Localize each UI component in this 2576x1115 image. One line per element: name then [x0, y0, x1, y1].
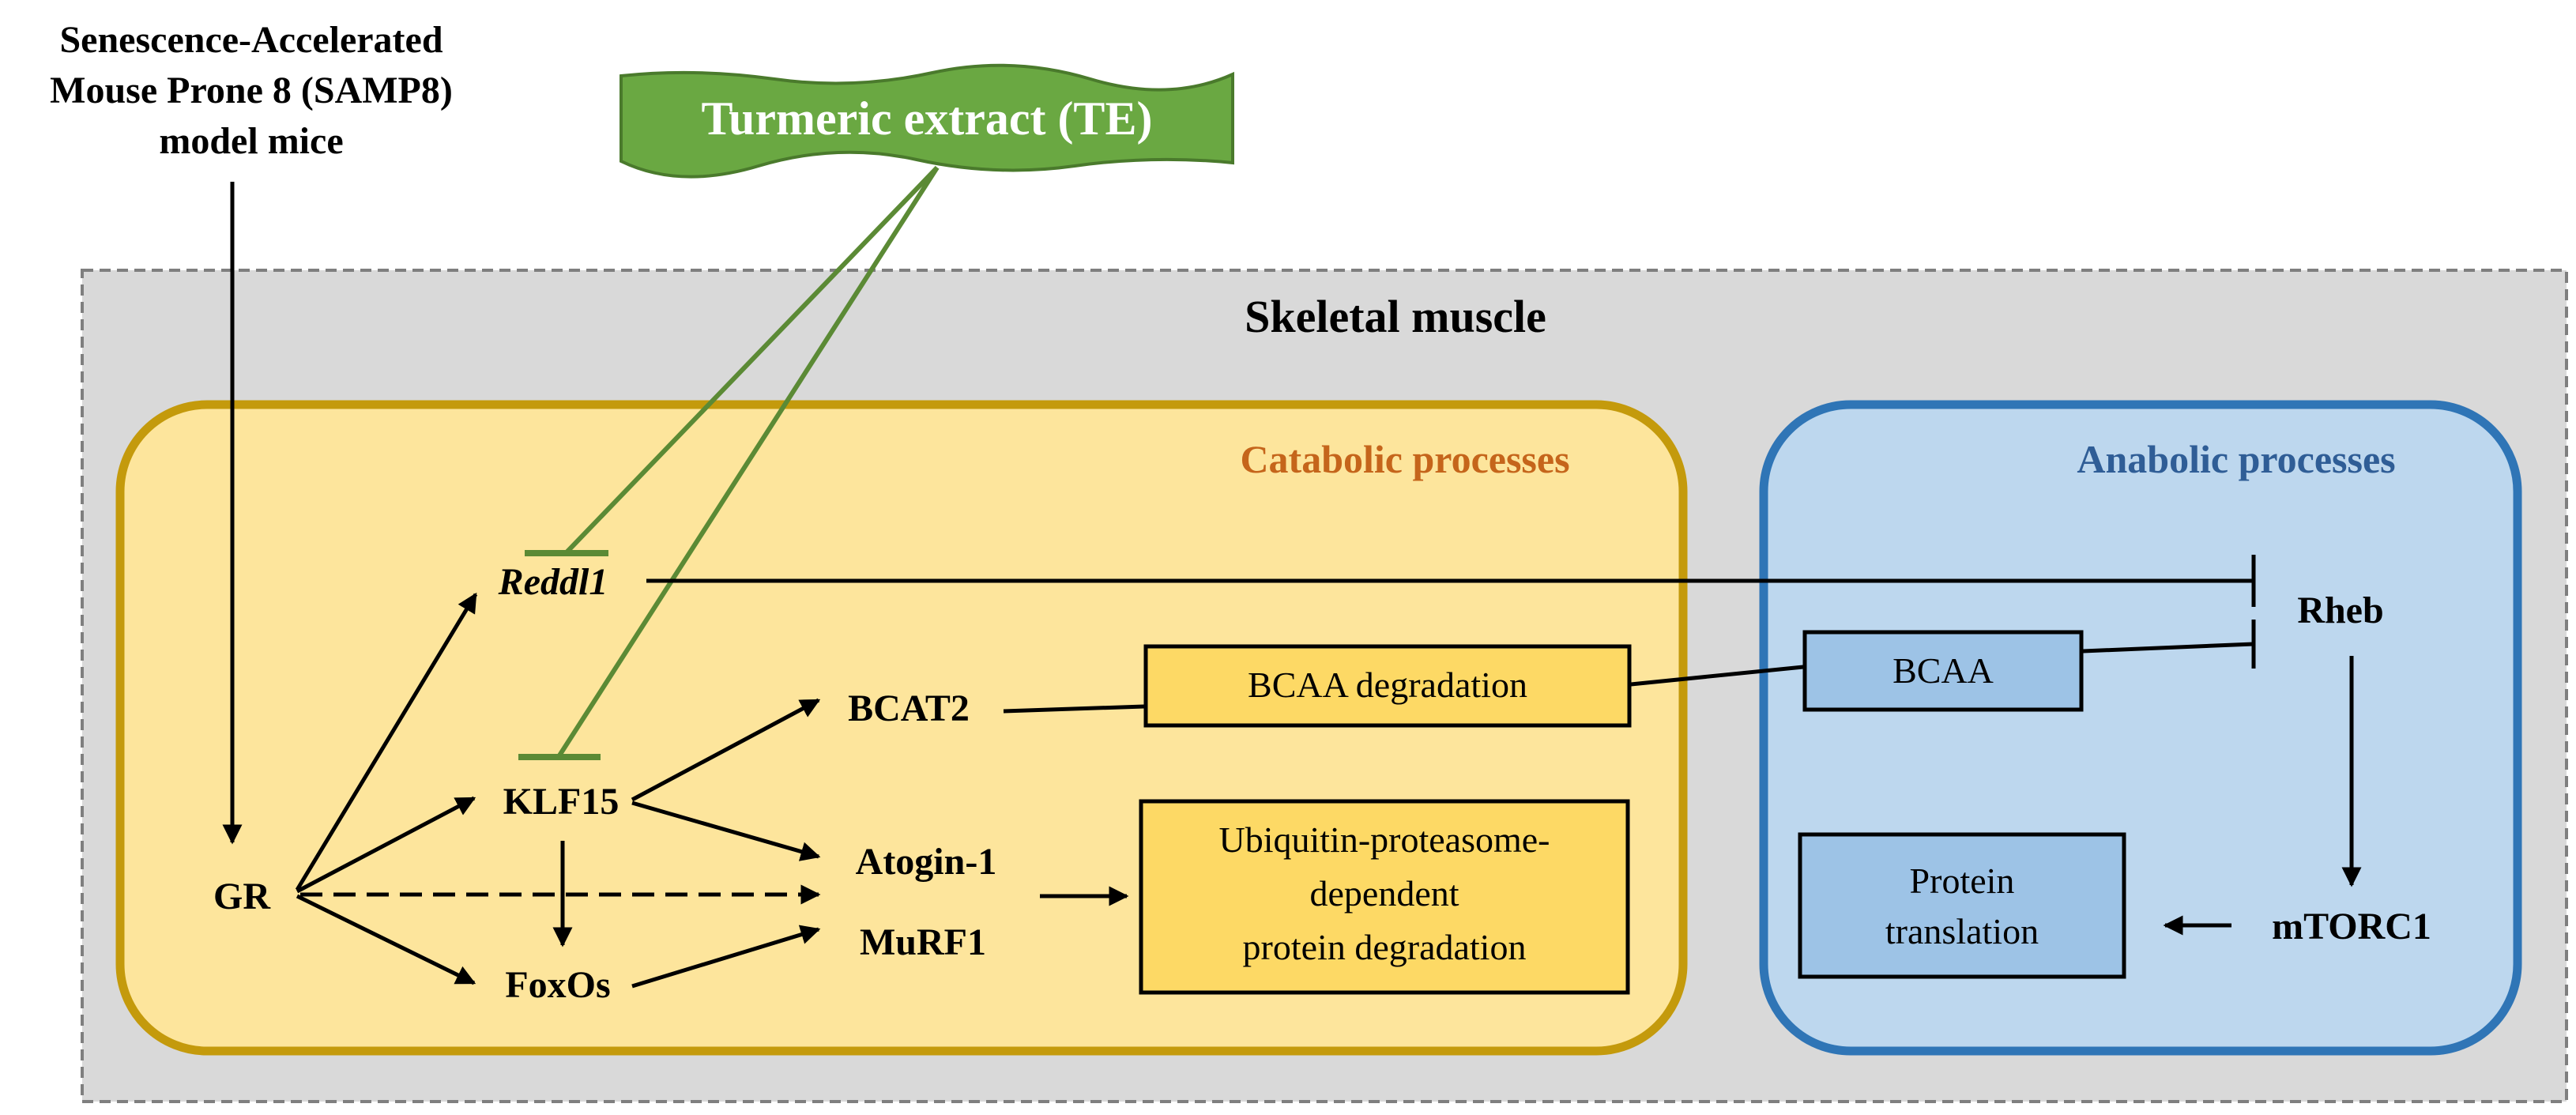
turmeric-extract-banner	[620, 63, 1234, 179]
bcaa-degradation-box	[1143, 644, 1632, 728]
bcaa-box	[1802, 630, 2084, 712]
skeletal-muscle-title: Skeletal muscle	[1245, 291, 1546, 342]
node-rheb: Rheb	[2297, 590, 2383, 631]
protein-translation-box	[1798, 832, 2126, 979]
ubiquitin-degradation-box	[1139, 799, 1630, 995]
te-inhibits-klf15-line	[557, 166, 940, 757]
bcaa-inhibits-rheb-line	[2082, 642, 2254, 654]
node-bcat2: BCAT2	[848, 687, 970, 729]
node-foxos: FoxOs	[505, 964, 610, 1006]
ubiquitin-label-line1: Ubiquitin-proteasome-	[1218, 819, 1550, 860]
te-inhibits-reddl1-line	[563, 165, 940, 556]
klf15-to-atogin-arrow	[631, 800, 821, 861]
protein-translation-line1: Protein	[1910, 861, 2015, 901]
node-klf15: KLF15	[503, 781, 620, 823]
bcat2-to-bcaa-degradation-edge	[1003, 704, 1145, 714]
gr-to-klf15-arrow	[296, 796, 476, 894]
node-murf1: MuRF1	[860, 921, 986, 963]
node-reddl1: Reddl1	[498, 561, 608, 603]
source-label-line3: model mice	[159, 120, 343, 162]
source-label-line2: Mouse Prone 8 (SAMP8)	[50, 70, 453, 111]
anabolic-title: Anabolic processes	[2077, 437, 2395, 481]
gr-to-foxos-arrow	[296, 894, 476, 985]
node-mtorc1: mTORC1	[2272, 906, 2431, 947]
catabolic-title: Catabolic processes	[1240, 437, 1569, 481]
bcaa-degradation-to-bcaa-edge	[1630, 665, 1804, 687]
turmeric-extract-label: Turmeric extract (TE)	[702, 92, 1153, 145]
node-gr: GR	[213, 876, 271, 917]
ubiquitin-label-line3: protein degradation	[1243, 927, 1527, 967]
bcaa-degradation-label: BCAA degradation	[1248, 665, 1527, 705]
foxos-to-murf1-arrow	[631, 925, 821, 989]
source-label-line1: Senescence-Accelerated	[59, 19, 443, 61]
ubiquitin-label-line2: dependent	[1309, 873, 1459, 913]
gr-to-reddl1-arrow	[295, 592, 478, 891]
klf15-to-bcat2-arrow	[631, 698, 821, 802]
node-atogin-1: Atogin-1	[856, 841, 997, 883]
bcaa-label: BCAA	[1892, 650, 1994, 691]
protein-translation-line2: translation	[1885, 911, 2039, 951]
